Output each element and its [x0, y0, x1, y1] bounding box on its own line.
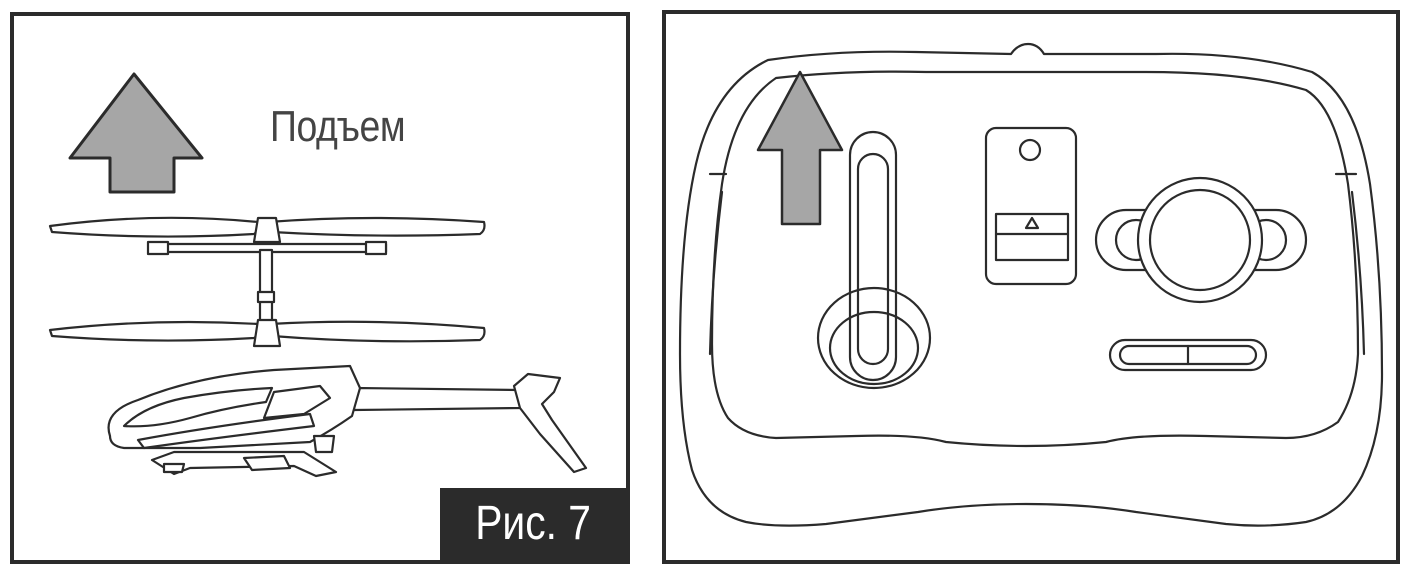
figure-number-text: Рис. 7: [475, 488, 591, 560]
throttle-up-arrow-icon: [758, 72, 842, 224]
throttle-knob-icon: [818, 288, 930, 388]
power-switch-icon: [996, 214, 1068, 260]
direction-dial-icon: [1096, 178, 1306, 302]
helicopter-illustration: [14, 16, 626, 560]
trim-button-icon: [1110, 340, 1266, 370]
helicopter-icon: [50, 218, 586, 476]
helicopter-figure-panel: Подъем Рис. 7: [10, 12, 630, 564]
figure-number-label: Рис. 7: [440, 488, 626, 560]
remote-illustration: [666, 14, 1396, 560]
lift-arrow-icon: [70, 74, 202, 192]
remote-figure-panel: [662, 10, 1400, 564]
lift-label: Подъем: [270, 102, 405, 152]
